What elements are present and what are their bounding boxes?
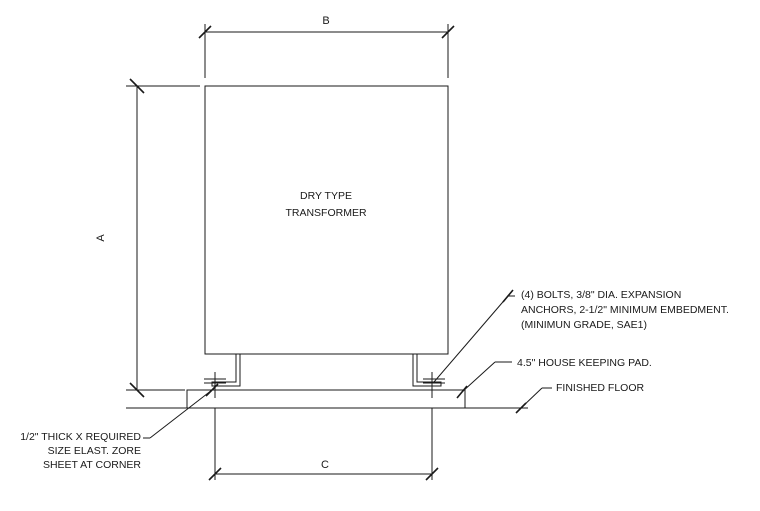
dimension-b: B <box>198 15 455 78</box>
transformer-enclosure: DRY TYPE TRANSFORMER <box>204 85 449 355</box>
bolts-note-line1: (4) BOLTS, 3/8" DIA. EXPANSION <box>521 289 681 301</box>
pad-note: 4.5" HOUSE KEEPING PAD. <box>517 357 652 369</box>
dimension-a: A <box>95 78 200 398</box>
bolts-note-line3: (MINIMUN GRADE, SAE1) <box>521 319 647 331</box>
sheet-note-line1: 1/2" THICK X REQUIRED <box>20 431 141 443</box>
transformer-label-line2: TRANSFORMER <box>285 207 367 219</box>
dimension-a-label: A <box>95 234 107 242</box>
sheet-leader: 1/2" THICK X REQUIRED SIZE ELAST. ZORE S… <box>20 383 219 471</box>
dimension-c-label: C <box>321 459 329 471</box>
floor-leader: FINISHED FLOOR <box>515 382 645 414</box>
transformer-label-line1: DRY TYPE <box>300 190 352 202</box>
left-mounting-bracket <box>204 354 241 398</box>
pad-leader: 4.5" HOUSE KEEPING PAD. <box>456 357 652 399</box>
bolts-note-line2: ANCHORS, 2-1/2" MINIMUM EMBEDMENT. <box>521 304 729 316</box>
right-mounting-bracket <box>412 354 445 398</box>
dimension-c: C <box>208 408 439 481</box>
sheet-note-line2: SIZE ELAST. ZORE <box>48 445 141 457</box>
sheet-note-line3: SHEET AT CORNER <box>43 459 141 471</box>
dimension-b-label: B <box>322 15 329 27</box>
floor-note: FINISHED FLOOR <box>556 382 645 394</box>
housekeeping-pad <box>186 389 466 409</box>
bolts-leader: (4) BOLTS, 3/8" DIA. EXPANSION ANCHORS, … <box>433 289 729 383</box>
